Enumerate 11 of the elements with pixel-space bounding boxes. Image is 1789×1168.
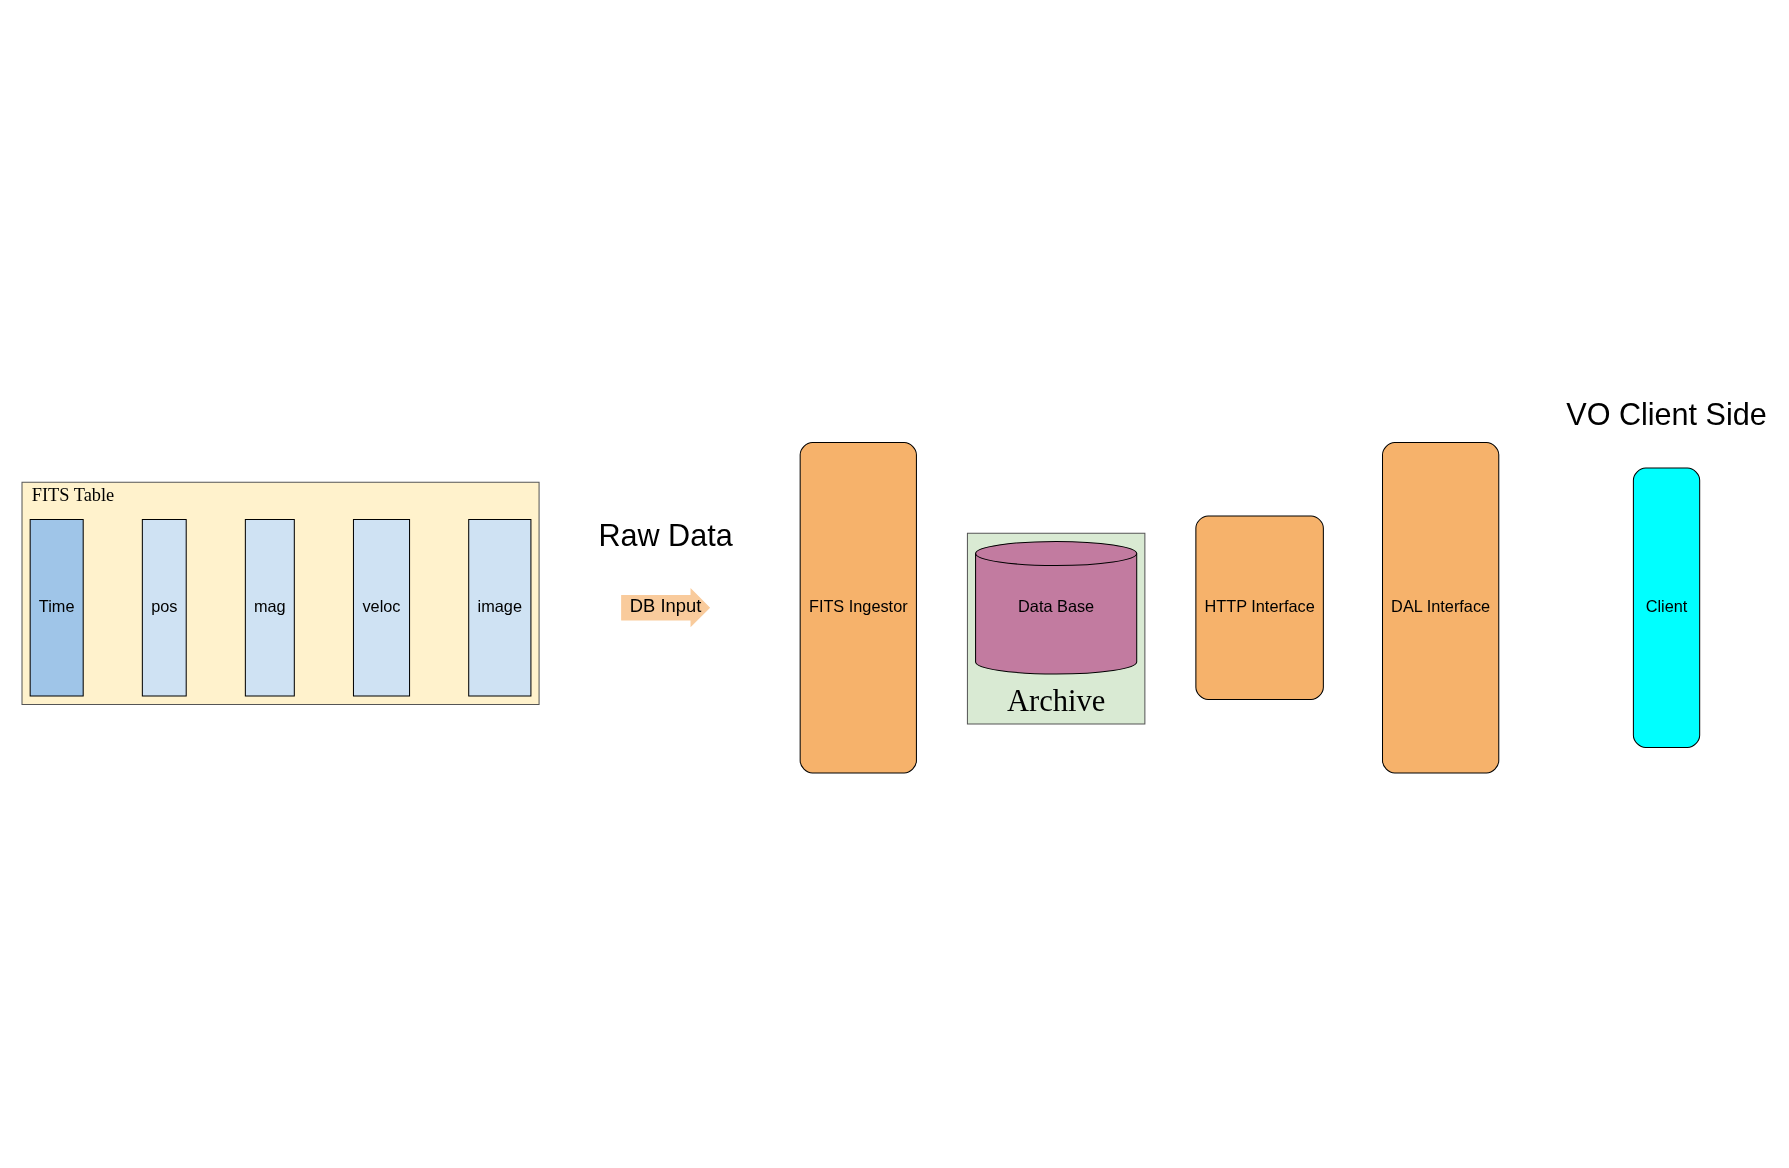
node-box: DAL Interface (1382, 441, 1500, 773)
node-box: veloc (352, 518, 411, 696)
node-box: mag (244, 518, 295, 696)
node-box: FITS Ingestor (799, 441, 917, 773)
node-box: Time (29, 518, 84, 696)
node-box: image (468, 518, 532, 696)
label: VO Client Side (1566, 396, 1767, 431)
label: Raw Data (598, 517, 733, 552)
node-box: HTTP Interface (1195, 514, 1324, 700)
node-box: Client (1632, 466, 1701, 748)
node-box: pos (141, 518, 187, 696)
